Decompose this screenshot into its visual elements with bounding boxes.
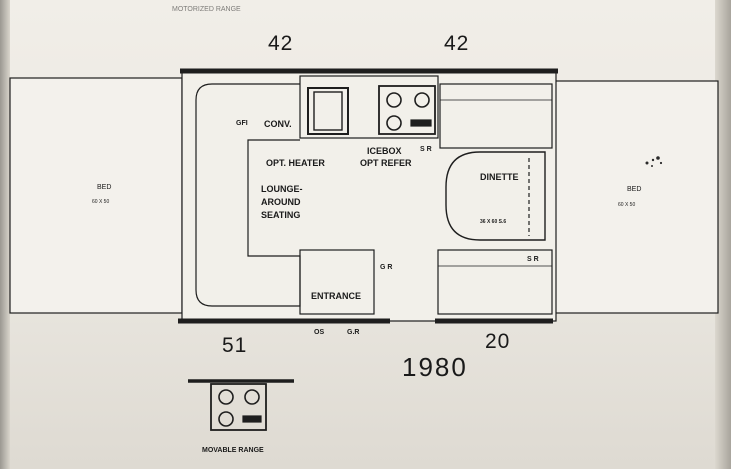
sink-basin — [313, 91, 343, 131]
sink — [307, 87, 349, 135]
opt-refer-label: OPT REFER — [360, 158, 412, 168]
dinette-label: DINETTE — [480, 172, 519, 182]
lounge-label-line1: LOUNGE- — [261, 184, 303, 194]
year-label: 1980 — [402, 352, 468, 382]
burner — [218, 411, 234, 427]
burner — [218, 389, 234, 405]
sr-top-label: S R — [420, 146, 432, 153]
lounge-seating — [195, 83, 301, 307]
os-label: OS — [314, 329, 325, 336]
right-page-edge — [715, 0, 731, 469]
dinette-size-label: 36 X 60 S.6 — [480, 219, 507, 225]
entrance-label: ENTRANCE — [311, 291, 362, 301]
left-page-edge — [0, 0, 10, 469]
lounge-label-line3: SEATING — [261, 210, 301, 220]
smudge-mark — [645, 156, 663, 167]
galley-counter — [299, 75, 439, 139]
movable-range — [210, 383, 267, 431]
burner — [244, 389, 260, 405]
gr-bottom-label: G.R — [347, 329, 360, 336]
stove-knobs — [410, 119, 432, 127]
burner — [386, 115, 402, 131]
left-bed — [9, 77, 183, 314]
icebox-label: ICEBOX — [367, 146, 402, 156]
camper-body — [181, 70, 557, 322]
gfi-label: GFI — [236, 120, 248, 127]
dimension-bottom-right: 20 — [485, 330, 511, 353]
dimension-top-left: 42 — [268, 32, 294, 55]
upper-cabinet — [439, 83, 553, 149]
dimension-top-right: 42 — [444, 32, 470, 55]
left-bed-size: 60 X 50 — [92, 199, 110, 205]
lower-right-cabinet — [437, 249, 553, 315]
sr-right-label: S R — [527, 256, 539, 263]
dimension-bottom-left: 51 — [222, 334, 248, 357]
lounge-label-line2: AROUND — [261, 197, 301, 207]
entrance-area — [299, 249, 375, 315]
stove — [378, 85, 436, 135]
right-bed-size: 60 X 50 — [618, 202, 636, 208]
burner — [414, 92, 430, 108]
right-bed-label: BED — [627, 186, 642, 193]
opt-heater-label: OPT. HEATER — [266, 158, 325, 168]
burner — [386, 92, 402, 108]
range-knobs — [242, 415, 262, 423]
top-caption: MOTORIZED RANGE — [172, 6, 241, 13]
dinette-table — [445, 151, 546, 241]
gr-right-label: G R — [380, 264, 393, 271]
right-bed — [552, 80, 719, 314]
conv-label: CONV. — [264, 119, 292, 129]
movable-range-label: MOVABLE RANGE — [202, 447, 264, 454]
left-bed-label: BED — [97, 184, 112, 191]
